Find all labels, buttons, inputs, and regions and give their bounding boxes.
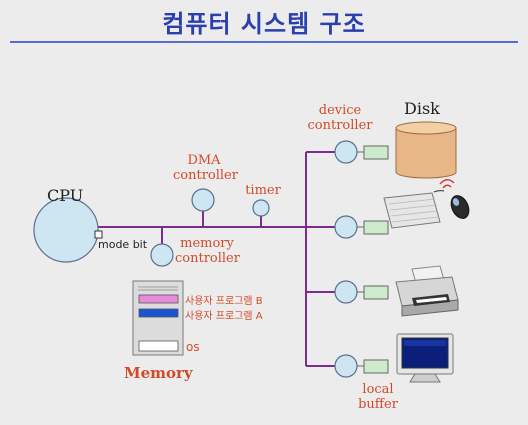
device-controller-node-3 [334,280,358,304]
dma-label-line1: DMA [187,153,221,168]
memctrl-label-line2: controller [175,251,240,266]
program-b-segment [138,294,179,304]
device-label-line1: device [318,103,362,118]
keyboard-mouse-icon [383,179,470,229]
program-a-label: 사용자 프로그램 A [185,311,263,322]
printer-icon [395,265,459,317]
device-buffer-4 [363,359,389,374]
device-buffer-3 [363,285,389,300]
program-a-segment [138,308,179,318]
program-b-label: 사용자 프로그램 B [185,296,263,307]
device-controller-node-4 [334,354,358,378]
os-label: os [186,340,200,354]
dma-label-line2: controller [173,168,238,183]
device-buffer-2 [363,220,389,235]
disk-label: Disk [404,99,440,118]
timer-node [252,199,270,217]
cpu-node [33,197,99,263]
mode-bit-label: mode bit [98,238,148,251]
local-buffer-label: local buffer [349,382,407,412]
title-divider [10,41,518,43]
local-buffer-line2: buffer [358,397,398,412]
os-segment [138,340,179,352]
dma-controller-label: DMA controller [173,153,238,183]
dma-controller-node [191,188,215,212]
local-buffer-line1: local [362,382,394,397]
monitor-icon [396,333,454,383]
memory-controller-label: memory controller [175,236,240,266]
device-controller-node-2 [334,215,358,239]
memctrl-label-line1: memory [180,236,234,251]
cpu-label: CPU [47,186,84,205]
timer-label: timer [245,183,281,198]
page-title: 컴퓨터 시스템 구조 [162,10,366,38]
device-controller-label: device controller [307,103,373,133]
memory-controller-node [150,243,174,267]
disk-icon [395,121,457,179]
device-buffer-1 [363,145,389,160]
device-controller-node-1 [334,140,358,164]
device-label-line2: controller [307,118,373,133]
memory-label: Memory [124,364,193,382]
mode-bit-box [94,230,103,239]
